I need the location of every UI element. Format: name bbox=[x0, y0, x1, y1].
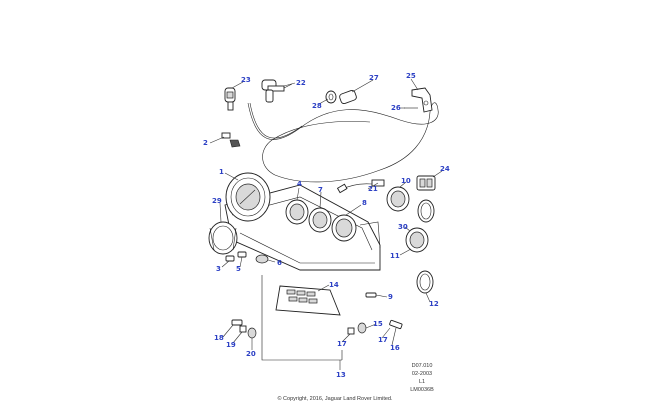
callout-29: 29 bbox=[212, 197, 222, 205]
gauge-11 bbox=[405, 227, 429, 253]
bulb-holder-15 bbox=[357, 322, 367, 334]
callout-9: 9 bbox=[388, 293, 393, 301]
ref-code: D07.010 bbox=[411, 363, 433, 369]
bulb-holder-3 bbox=[225, 255, 235, 262]
callout-15: 15 bbox=[373, 320, 383, 328]
callout-17a: 17 bbox=[337, 340, 347, 348]
callout-5: 5 bbox=[236, 265, 241, 273]
ref-date: 02-2003 bbox=[411, 371, 433, 377]
gauge-10 bbox=[386, 186, 435, 223]
callout-4: 4 bbox=[297, 180, 302, 188]
grommet-27 bbox=[325, 89, 357, 105]
callout-2: 2 bbox=[203, 139, 208, 147]
callout-27: 27 bbox=[369, 74, 379, 82]
callout-25: 25 bbox=[406, 72, 416, 80]
callout-16: 16 bbox=[390, 344, 400, 352]
speedometer-gauge bbox=[225, 172, 271, 222]
gauge-8 bbox=[331, 214, 357, 242]
gauge-4 bbox=[285, 199, 309, 225]
callout-22: 22 bbox=[296, 79, 306, 87]
bulb-holder-16 bbox=[389, 319, 403, 330]
callout-3: 3 bbox=[216, 265, 221, 273]
warning-light-panel-14 bbox=[275, 285, 341, 316]
bulb-holder-6 bbox=[255, 254, 269, 264]
bulb-holder-19 bbox=[239, 325, 247, 333]
cable-connector-23 bbox=[224, 87, 236, 111]
callout-12: 12 bbox=[429, 300, 439, 308]
callout-labels: 1 2 3 4 5 6 7 8 9 10 11 12 13 14 15 16 1… bbox=[203, 72, 450, 379]
bezel-29 bbox=[208, 221, 238, 255]
callout-28: 28 bbox=[312, 102, 322, 110]
assembly-bracket-13 bbox=[261, 275, 343, 370]
copyright-notice: © Copyright, 2016, Jaguar Land Rover Lim… bbox=[277, 396, 393, 402]
bulb-holder-5 bbox=[237, 251, 247, 258]
callout-8: 8 bbox=[362, 199, 367, 207]
callout-20: 20 bbox=[246, 350, 256, 358]
ref-level: L1 bbox=[418, 379, 426, 385]
callout-18: 18 bbox=[214, 334, 224, 342]
callout-6: 6 bbox=[277, 259, 282, 267]
bezel-12 bbox=[416, 270, 434, 294]
bulb-holder-20 bbox=[247, 327, 257, 339]
callout-11: 11 bbox=[390, 252, 400, 260]
bulb-holder-9 bbox=[365, 292, 377, 298]
bracket-25 bbox=[404, 87, 433, 113]
callout-30: 30 bbox=[398, 223, 408, 231]
callout-10: 10 bbox=[401, 177, 411, 185]
callout-23: 23 bbox=[241, 76, 251, 84]
callout-26: 26 bbox=[391, 104, 401, 112]
gauge-7 bbox=[308, 207, 332, 233]
bulb-holder-18 bbox=[231, 319, 243, 326]
callout-1: 1 bbox=[219, 168, 224, 176]
callout-14: 14 bbox=[329, 281, 339, 289]
callout-19: 19 bbox=[226, 341, 236, 349]
leader-lines bbox=[209, 78, 443, 350]
callout-17b: 17 bbox=[378, 336, 388, 344]
callout-24: 24 bbox=[440, 165, 450, 173]
bulb-holder-17 bbox=[347, 327, 355, 335]
callout-13: 13 bbox=[336, 371, 346, 379]
cable-clip-22 bbox=[261, 79, 293, 103]
callout-7: 7 bbox=[318, 186, 323, 194]
screw-2 bbox=[221, 132, 241, 148]
switch-24 bbox=[416, 175, 436, 191]
ref-drawing-number: LM0036B bbox=[410, 387, 434, 393]
callout-21: 21 bbox=[368, 185, 378, 193]
